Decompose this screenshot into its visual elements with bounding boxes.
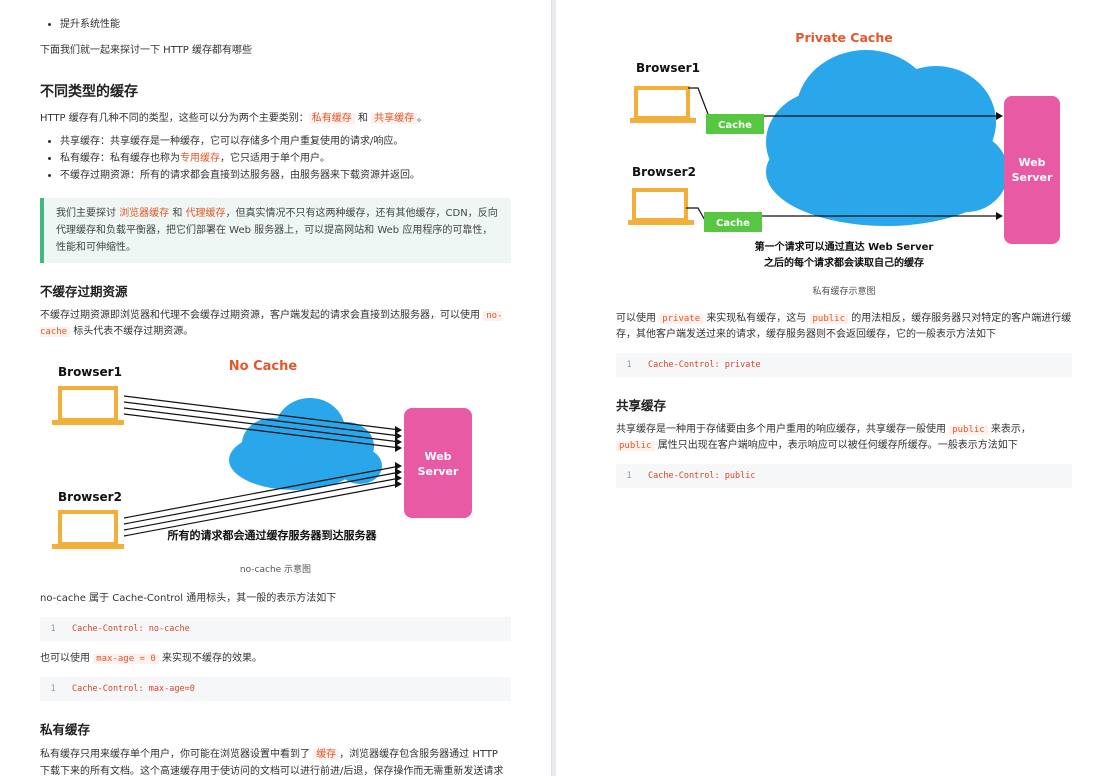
svg-text:Server: Server <box>418 465 459 478</box>
cloud-icon <box>229 398 382 490</box>
diagram-note: 所有的请求都会通过缓存服务器到达服务器 <box>168 528 378 542</box>
connector-lines <box>686 87 709 223</box>
cache-types-list: 共享缓存：共享缓存是一种缓存，它可以存储多个用户重复使用的请求/响应。 私有缓存… <box>40 133 511 184</box>
private-cache-diagram: Private Cache Browser1 Browser2 <box>628 30 1060 269</box>
code-line: Cache-Control: no-cache <box>72 624 190 634</box>
line-number: 1 <box>50 624 56 634</box>
laptop-icon <box>52 510 124 549</box>
proxy-cache-link[interactable]: 代理缓存 <box>185 208 226 219</box>
dedicated-cache-link[interactable]: 专用缓存 <box>180 153 220 164</box>
intro-text: 下面我们就一起来探讨一下 HTTP 缓存都有哪些 <box>40 45 252 56</box>
browser1-label: Browser1 <box>636 61 700 75</box>
section-title-no-cache: 不缓存过期资源 <box>40 284 128 299</box>
cache-box: Cache <box>706 114 764 134</box>
inline-code: public <box>616 441 655 451</box>
private-cache-paragraph: 私有缓存只用来缓存单个用户，你可能在浏览器设置中看到了 缓存，浏览器缓存包含服务… <box>40 749 504 776</box>
list-item: 提升系统性能 <box>60 16 511 33</box>
svg-text:Web: Web <box>424 450 451 463</box>
diagram-note: 第一个请求可以通过直达 Web Server <box>755 240 934 253</box>
arrow-heads <box>395 426 402 488</box>
no-cache-paragraph: 不缓存过期资源即浏览器和代理不会缓存过期资源，客户端发起的请求会直接到达服务器，… <box>40 310 503 337</box>
list-item: 共享缓存：共享缓存是一种缓存，它可以存储多个用户重复使用的请求/响应。 <box>60 133 511 150</box>
code-block: 1 Cache-Control: private <box>616 353 1072 377</box>
no-cache-diagram: No Cache Browser1 Browser2 <box>52 359 472 549</box>
code-line: Cache-Control: public <box>648 471 756 481</box>
shared-cache-link[interactable]: 共享缓存 <box>371 113 418 124</box>
cache-types-paragraph: HTTP 缓存有几种不同的类型，这些可以分为两个主要类别：私有缓存 和 共享缓存… <box>40 113 428 124</box>
section-title-cache-types: 不同类型的缓存 <box>40 84 138 100</box>
inline-code: private <box>659 314 704 324</box>
list-item: 私有缓存：私有缓存也称为专用缓存，它只适用于单个用户。 <box>60 150 511 167</box>
code-block: 1 Cache-Control: no-cache <box>40 617 511 641</box>
svg-text:Cache: Cache <box>718 120 752 131</box>
svg-text:Web: Web <box>1018 156 1045 169</box>
request-arrows <box>762 115 1000 217</box>
list-item: 不缓存过期资源：所有的请求都会直接到达服务器，由服务器来下载资源并返回。 <box>60 167 511 184</box>
svg-text:Server: Server <box>1012 171 1053 184</box>
code-line: Cache-Control: private <box>648 360 761 370</box>
arrow-heads <box>996 112 1003 220</box>
no-cache-usage-text: no-cache 属于 Cache-Control 通用标头，其一般的表示方法如… <box>40 593 337 604</box>
line-number: 1 <box>626 471 632 481</box>
laptop-icon <box>628 188 694 225</box>
max-age-paragraph: 也可以使用 max-age = 0 来实现不缓存的效果。 <box>40 653 262 664</box>
browser2-label: Browser2 <box>58 490 122 504</box>
tip-box: 我们主要探讨 浏览器缓存 和 代理缓存，但真实情况不只有这两种缓存，还有其他缓存… <box>40 198 511 263</box>
private-cache-link[interactable]: 私有缓存 <box>308 113 355 124</box>
request-arrows <box>123 395 401 537</box>
shared-cache-paragraph: 共享缓存是一种用于存储要由多个用户重用的响应缓存，共享缓存一般使用 public… <box>616 424 1031 451</box>
inline-code: public <box>809 314 849 324</box>
web-server-icon: Web Server <box>1004 96 1060 244</box>
inline-code: public <box>949 425 988 435</box>
diagram-note: 之后的每个请求都会读取自己的缓存 <box>764 256 924 269</box>
browser2-label: Browser2 <box>632 165 696 179</box>
section-title-shared-cache: 共享缓存 <box>616 398 667 413</box>
right-page: Private Cache Browser1 Browser2 <box>556 0 1100 776</box>
browser1-label: Browser1 <box>58 365 122 379</box>
left-page: 提升系统性能 下面我们就一起来探讨一下 HTTP 缓存都有哪些 不同类型的缓存 … <box>0 0 552 776</box>
cloud-icon <box>766 50 1008 226</box>
figure-caption: no-cache 示意图 <box>239 565 312 575</box>
line-number: 1 <box>50 684 56 694</box>
section-title-private-cache: 私有缓存 <box>40 722 91 737</box>
diagram-title: Private Cache <box>795 30 892 45</box>
code-block: 1 Cache-Control: public <box>616 464 1072 488</box>
svg-text:Cache: Cache <box>716 218 750 229</box>
code-block: 1 Cache-Control: max-age=0 <box>40 677 511 701</box>
laptop-icon <box>630 86 696 123</box>
cache-link[interactable]: 缓存 <box>313 749 340 760</box>
top-bullet-list: 提升系统性能 <box>40 16 511 33</box>
laptop-icon <box>52 386 124 425</box>
code-line: Cache-Control: max-age=0 <box>72 684 195 694</box>
web-server-icon: Web Server <box>404 408 472 518</box>
inline-code: max-age = 0 <box>93 654 159 664</box>
line-number: 1 <box>626 360 632 370</box>
private-usage-paragraph: 可以使用 private 来实现私有缓存，这与 public 的用法相反，缓存服… <box>616 313 1072 340</box>
diagram-title: No Cache <box>229 359 298 374</box>
cache-box: Cache <box>704 212 762 232</box>
figure-caption: 私有缓存示意图 <box>812 287 876 297</box>
browser-cache-link[interactable]: 浏览器缓存 <box>119 208 170 219</box>
